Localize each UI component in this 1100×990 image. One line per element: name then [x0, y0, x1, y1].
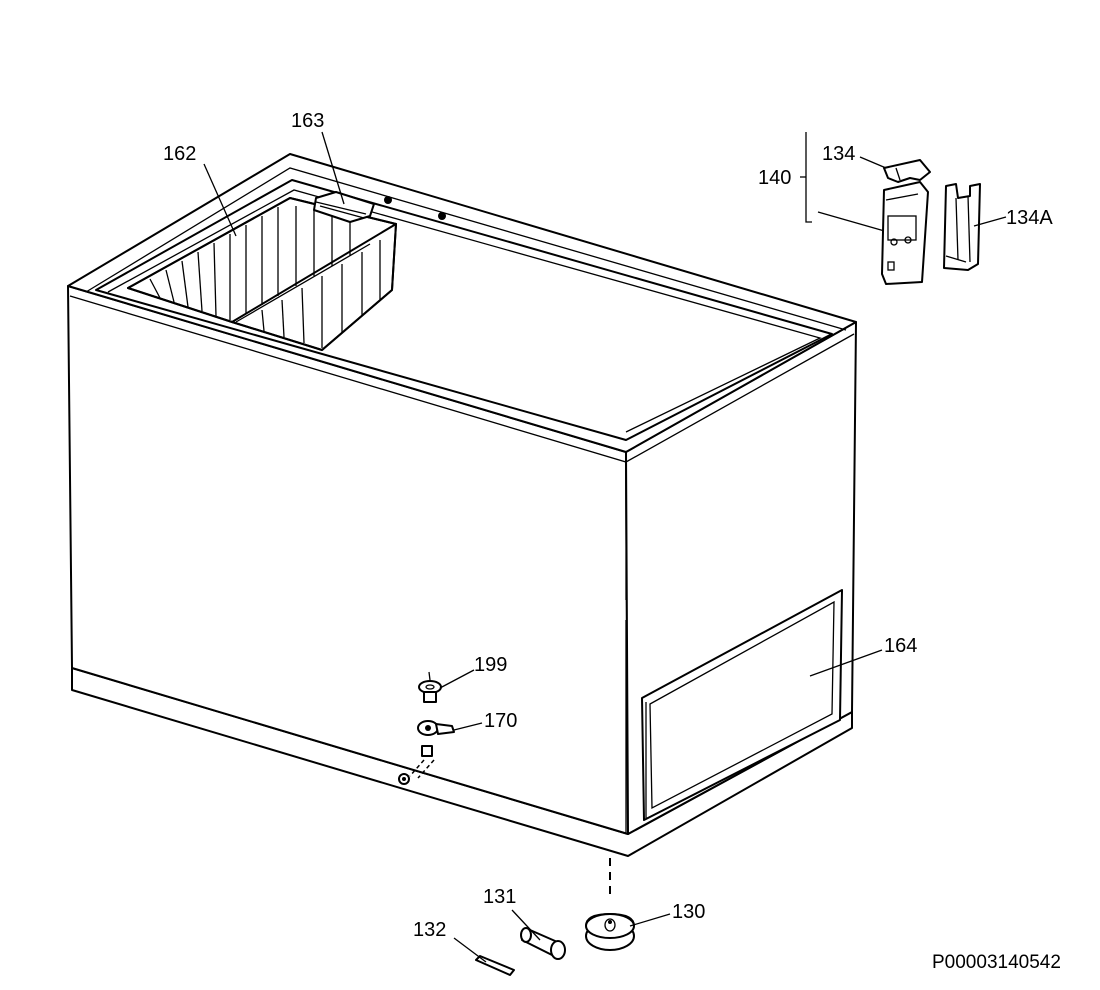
- part-label-162: 162: [163, 143, 196, 165]
- hinge-pin: [520, 927, 566, 960]
- screw-icon: [438, 212, 446, 220]
- screw-icon: [384, 196, 392, 204]
- part-label-134: 134: [822, 143, 855, 165]
- part-label-134a: 134A: [1006, 207, 1053, 229]
- part-label-130: 130: [672, 901, 705, 923]
- rod: [475, 955, 515, 976]
- part-labels: 162 163 134 140 134A 164 199 170 131 130…: [163, 110, 1061, 973]
- vent-panel: [641, 589, 843, 821]
- basket-wires: [149, 206, 381, 348]
- document-code: P00003140542: [932, 952, 1061, 973]
- part-label-131: 131: [483, 886, 516, 908]
- thermostat-kit: [800, 132, 981, 285]
- cabinet-foot: [585, 858, 635, 951]
- drain-spout: [409, 720, 455, 779]
- part-label-140: 140: [758, 167, 791, 189]
- part-label-164: 164: [884, 635, 917, 657]
- part-label-163: 163: [291, 110, 324, 132]
- part-label-132: 132: [413, 919, 446, 941]
- basket-handle: [313, 191, 375, 223]
- part-label-170: 170: [484, 710, 517, 732]
- part-label-199: 199: [474, 654, 507, 676]
- leader-lines: [203, 131, 1007, 963]
